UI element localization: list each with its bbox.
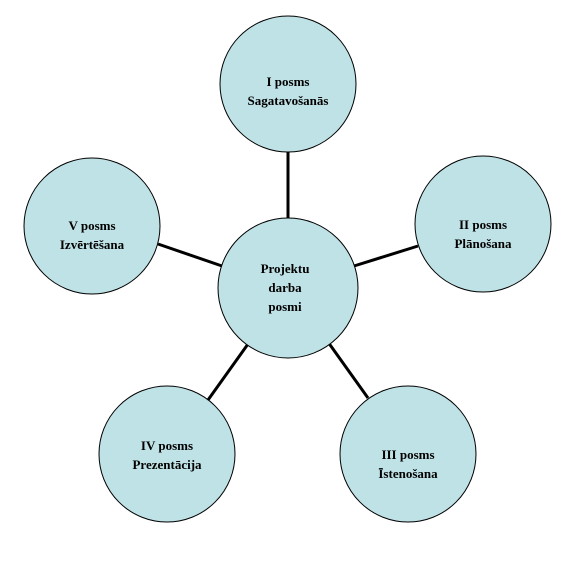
center-node-line-1: Projektu — [261, 261, 310, 276]
node-stage-5-label: Izvērtēšana — [60, 237, 125, 252]
center-node-line-3: posmi — [268, 299, 302, 314]
connector-stage-2 — [353, 244, 419, 268]
node-stage-2-title: II posms — [459, 217, 507, 232]
node-stage-4-title: IV posms — [141, 438, 193, 453]
connector-stage-4 — [206, 343, 250, 401]
center-node: Projektu darba posmi — [217, 217, 359, 359]
node-stage-1: I posms Sagatavošanās — [219, 15, 357, 153]
node-stage-5-title: V posms — [68, 218, 115, 233]
connector-stage-3 — [326, 341, 370, 399]
node-stage-3-title: III posms — [381, 447, 434, 462]
center-node-line-2: darba — [268, 280, 302, 295]
node-stage-3: III posms Īstenošana — [339, 385, 477, 523]
node-stage-2-label: Plānošana — [454, 236, 512, 251]
node-stage-1-circle — [219, 15, 357, 153]
connector-stage-5 — [157, 242, 223, 268]
center-node-circle — [217, 217, 359, 359]
node-stage-1-label: Sagatavošanās — [248, 93, 329, 108]
node-stage-4-circle — [98, 385, 236, 523]
node-stage-5-circle — [23, 157, 161, 295]
node-stage-2-circle — [414, 155, 552, 293]
node-stage-5: V posms Izvērtēšana — [23, 157, 161, 295]
node-stage-1-title: I posms — [267, 74, 310, 89]
node-stage-3-circle — [339, 385, 477, 523]
node-stage-4-label: Prezentācija — [132, 457, 202, 472]
node-stage-3-label: Īstenošana — [378, 466, 438, 481]
node-stage-4: IV posms Prezentācija — [98, 385, 236, 523]
node-stage-2: II posms Plānošana — [414, 155, 552, 293]
